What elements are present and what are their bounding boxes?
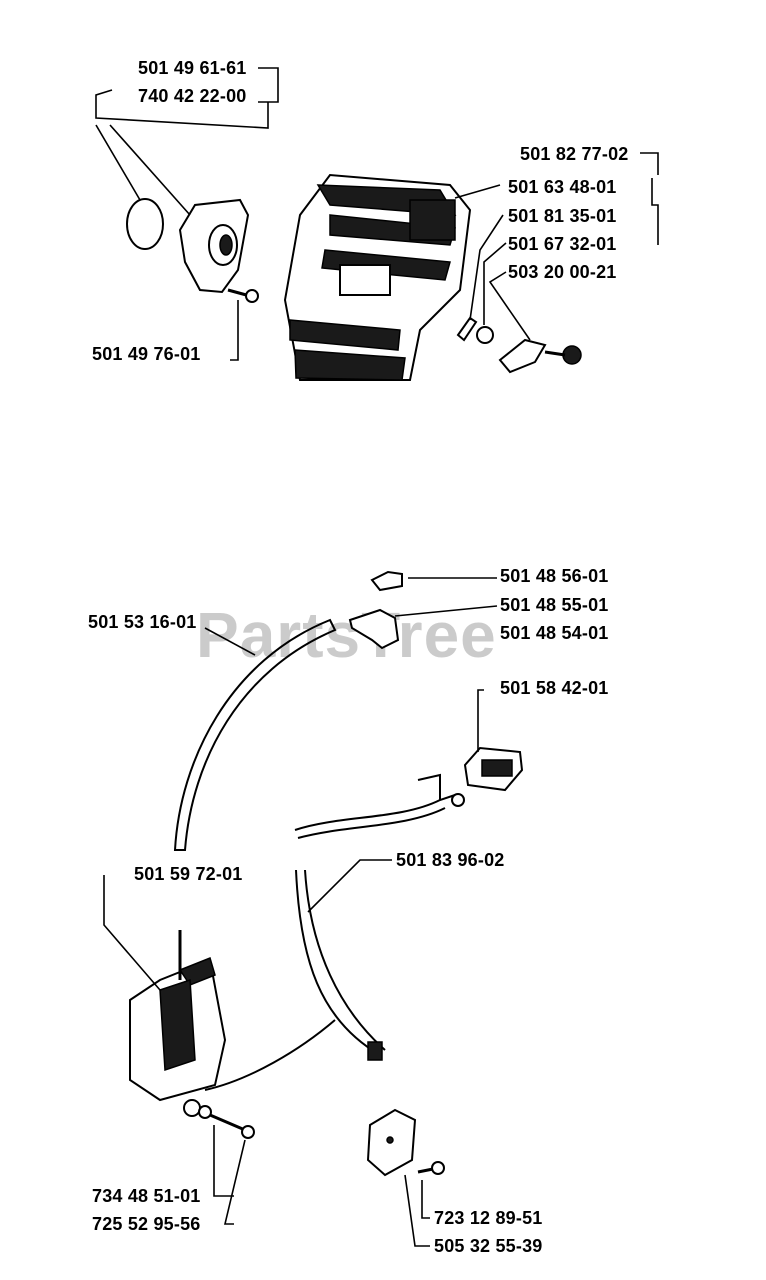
intake-flange-part xyxy=(178,198,250,294)
part-number-label: 501 59 72-01 xyxy=(134,864,243,884)
part-number-label: 501 48 55-01 xyxy=(500,595,609,615)
part-number-label: 501 82 77-02 xyxy=(520,144,629,164)
ignition-module-part xyxy=(129,930,227,1102)
part-number-label: 740 42 22-00 xyxy=(138,86,247,106)
part-number-label: 501 53 16-01 xyxy=(88,612,197,632)
lower-leader-lines xyxy=(103,577,498,1247)
flange-screw-part xyxy=(227,288,259,303)
gasket-part xyxy=(126,198,164,250)
part-number-label: 725 52 95-56 xyxy=(92,1214,201,1234)
part-number-label: 501 58 42-01 xyxy=(500,678,609,698)
part-number-label: 503 20 00-21 xyxy=(508,262,617,282)
upper-leader-lines xyxy=(95,67,659,361)
part-number-label: 501 48 54-01 xyxy=(500,623,609,643)
stop-switch-part xyxy=(463,746,524,792)
part-number-label: 501 49 61-61 xyxy=(138,58,247,78)
part-number-label: 723 12 89-51 xyxy=(434,1208,543,1228)
part-number-label: 501 83 96-02 xyxy=(396,850,505,870)
module-screw-parts xyxy=(183,1099,255,1139)
bracket-part xyxy=(366,1108,445,1177)
spark-plug-parts xyxy=(456,316,582,374)
cylinder-part xyxy=(283,173,472,381)
part-number-label: 501 67 32-01 xyxy=(508,234,617,254)
ht-lead-part xyxy=(173,618,337,851)
part-number-label: 501 63 48-01 xyxy=(508,177,617,197)
part-number-label: 501 81 35-01 xyxy=(508,206,617,226)
part-number-label: 505 32 55-39 xyxy=(434,1236,543,1256)
part-number-label: 734 48 51-01 xyxy=(92,1186,201,1206)
wire-harness-part xyxy=(204,773,465,1091)
part-number-label: 501 49 76-01 xyxy=(92,344,201,364)
part-number-label: 501 48 56-01 xyxy=(500,566,609,586)
spark-cap-parts xyxy=(348,570,403,650)
